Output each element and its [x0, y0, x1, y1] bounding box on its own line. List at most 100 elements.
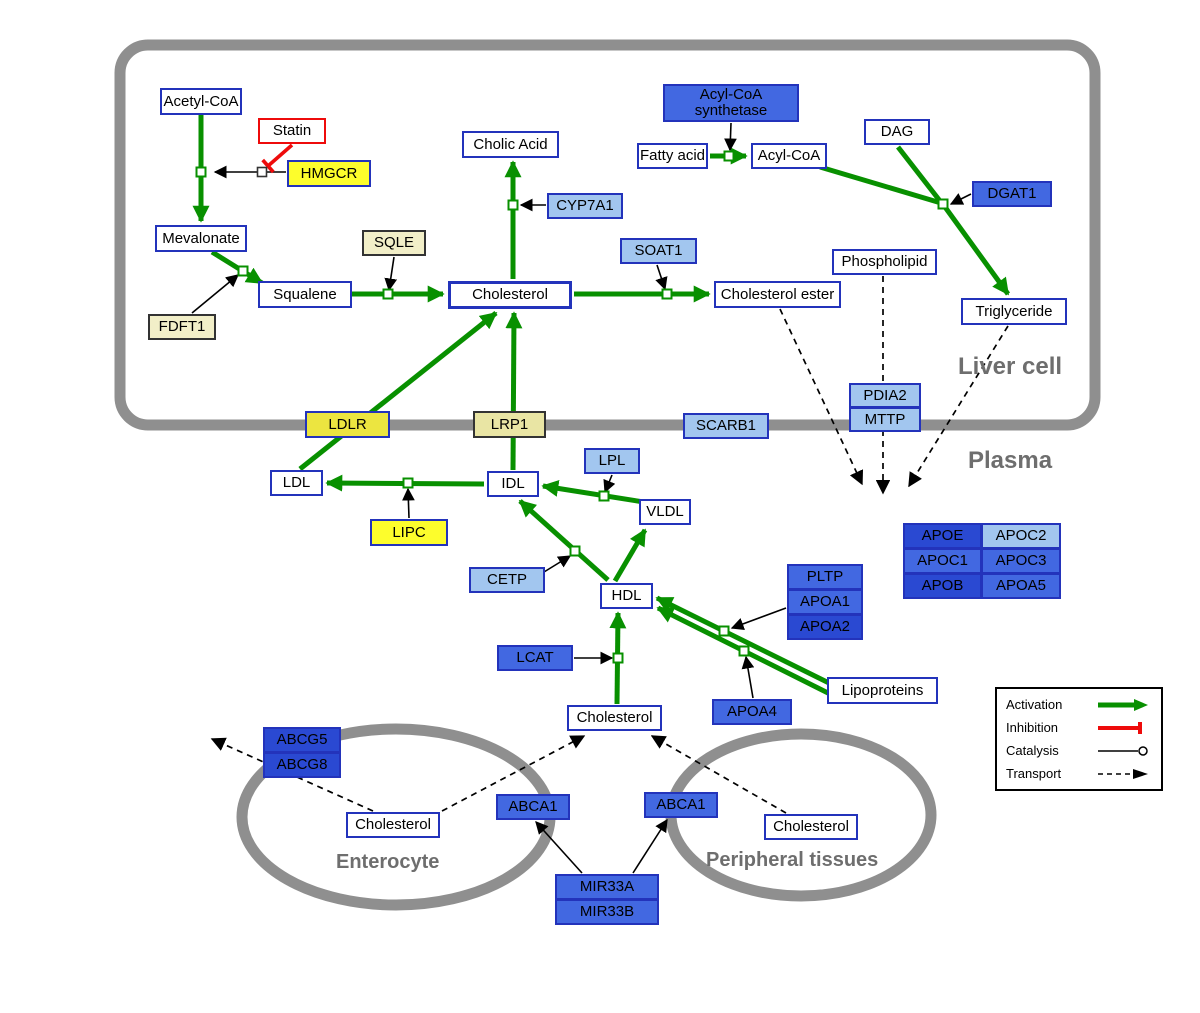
edge-hdl-vldl: [612, 528, 648, 583]
activation-edges: [192, 115, 1011, 705]
edge-soat1-catalysis: [655, 264, 668, 291]
node-cholesterol-plasma[interactable]: Cholesterol: [567, 705, 662, 731]
edge-vldl-idl: [541, 480, 651, 506]
legend-transport-label: Transport: [1006, 766, 1062, 781]
liver-cell-membrane: [114, 39, 1101, 431]
legend-activation-row: Activation: [1006, 697, 1152, 713]
plasma-label: Plasma: [968, 447, 1053, 474]
edge-dgat1-catalysis: [949, 193, 972, 205]
node-apoc2[interactable]: APOC2: [981, 523, 1061, 549]
edge-lipoproteins-hdl-upper: [655, 595, 831, 686]
node-idl[interactable]: IDL: [487, 471, 539, 497]
node-abca1-peripheral[interactable]: ABCA1: [644, 792, 718, 818]
legend-inhibition-label: Inhibition: [1006, 720, 1059, 735]
node-pdia2[interactable]: PDIA2: [849, 383, 921, 408]
node-apoa4[interactable]: APOA4: [712, 699, 792, 725]
node-apoa5[interactable]: APOA5: [981, 573, 1061, 599]
node-acyl-coa-synthetase[interactable]: Acyl-CoA synthetase: [663, 84, 799, 122]
node-abca1-enterocyte[interactable]: ABCA1: [496, 794, 570, 820]
node-dgat1[interactable]: DGAT1: [972, 181, 1052, 207]
node-squalene[interactable]: Squalene: [258, 281, 352, 308]
inhibition-tbar-icon: [1098, 721, 1142, 734]
edge-peripheral-abca1-export: [650, 735, 787, 814]
node-statin[interactable]: Statin: [258, 118, 326, 144]
peripheral-tissues-label: Peripheral tissues: [706, 849, 879, 871]
node-cholic-acid[interactable]: Cholic Acid: [462, 131, 559, 158]
catalysis-edges: [191, 122, 972, 874]
edge-mir33-abca1-enterocyte: [535, 821, 583, 874]
edge-hdl-cetp-idl: [518, 499, 610, 582]
node-scarb1[interactable]: SCARB1: [683, 413, 769, 439]
node-cyp7a1[interactable]: CYP7A1: [547, 193, 623, 219]
inhibition-edge: [261, 143, 294, 174]
node-apoc1[interactable]: APOC1: [903, 548, 982, 574]
node-cholesterol-enterocyte[interactable]: Cholesterol: [346, 812, 440, 838]
edge-fdft1-catalysis: [191, 274, 239, 314]
edge-lpl-catalysis: [603, 474, 616, 494]
node-fatty-acid[interactable]: Fatty acid: [637, 143, 708, 169]
node-mir33a[interactable]: MIR33A: [555, 874, 659, 900]
edge-sqle-catalysis: [384, 256, 398, 292]
node-apob[interactable]: APOB: [903, 573, 982, 599]
statin-inhibition-tbar: [261, 158, 275, 174]
edge-acylcoasynthetase-catalysis: [724, 122, 737, 152]
node-vldl[interactable]: VLDL: [639, 499, 691, 525]
node-lcat[interactable]: LCAT: [497, 645, 573, 671]
node-lipc[interactable]: LIPC: [370, 519, 448, 546]
node-lpl[interactable]: LPL: [584, 448, 640, 474]
node-soat1[interactable]: SOAT1: [620, 238, 697, 264]
edge-triglyceride-transport: [908, 325, 1009, 488]
edge-dag-dgat1-junction: [896, 145, 942, 203]
node-ldl[interactable]: LDL: [270, 470, 323, 496]
edge-apoa-catalysis: [730, 607, 787, 631]
node-triglyceride[interactable]: Triglyceride: [961, 298, 1067, 325]
legend: Activation Inhibition Catalysis Transpor…: [995, 687, 1163, 791]
reaction-junctions: [195, 150, 949, 664]
node-ldlr[interactable]: LDLR: [305, 411, 390, 438]
node-mttp[interactable]: MTTP: [849, 407, 921, 432]
legend-transport-row: Transport: [1006, 766, 1152, 782]
legend-inhibition-row: Inhibition: [1006, 720, 1152, 736]
node-sqle[interactable]: SQLE: [362, 230, 426, 256]
enterocyte-label: Enterocyte: [336, 851, 440, 873]
node-hmgcr[interactable]: HMGCR: [287, 160, 371, 187]
node-cholesterol-ester[interactable]: Cholesterol ester: [714, 281, 841, 308]
node-lipoproteins[interactable]: Lipoproteins: [827, 677, 938, 704]
node-apoe[interactable]: APOE: [903, 523, 982, 549]
node-mevalonate[interactable]: Mevalonate: [155, 225, 247, 252]
node-mir33b[interactable]: MIR33B: [555, 899, 659, 925]
node-lrp1[interactable]: LRP1: [473, 411, 546, 438]
node-abcg8[interactable]: ABCG8: [263, 752, 341, 778]
edge-acylcoa-dgat1-junction: [819, 164, 942, 206]
edge-mevalonate-squalene: [210, 249, 264, 286]
activation-arrow-icon: [1098, 698, 1148, 711]
node-abcg5[interactable]: ABCG5: [263, 727, 341, 753]
edge-statin-inhibits-hmgcr: [266, 143, 294, 168]
node-fdft1[interactable]: FDFT1: [148, 314, 216, 340]
legend-catalysis-label: Catalysis: [1006, 743, 1059, 758]
node-acetyl-coa[interactable]: Acetyl-CoA: [160, 88, 242, 115]
node-apoc3[interactable]: APOC3: [981, 548, 1061, 574]
node-cholesterol-liver[interactable]: Cholesterol: [448, 281, 572, 309]
edge-mir33-abca1-peripheral: [632, 818, 668, 874]
edge-idl-lrp1-cholesterol: [505, 311, 523, 471]
node-pltp[interactable]: PLTP: [787, 564, 863, 590]
liver-cell-label: Liver cell: [958, 353, 1063, 380]
node-phospholipid[interactable]: Phospholipid: [832, 249, 937, 275]
transport-dashed-arrow-icon: [1098, 768, 1148, 779]
node-acyl-coa[interactable]: Acyl-CoA: [751, 143, 827, 169]
edge-ldl-ldlr-cholesterol: [298, 311, 498, 471]
edge-cetp-catalysis: [543, 555, 572, 573]
node-hdl[interactable]: HDL: [600, 583, 653, 609]
node-dag[interactable]: DAG: [864, 119, 930, 145]
node-cetp[interactable]: CETP: [469, 567, 545, 593]
node-cholesterol-peripheral[interactable]: Cholesterol: [764, 814, 858, 840]
node-apoa2[interactable]: APOA2: [787, 614, 863, 640]
edge-lipc-catalysis: [402, 487, 415, 519]
edge-apoa4-catalysis: [741, 655, 755, 699]
edge-dgat1-junction-triglyceride: [942, 205, 1011, 296]
node-apoa1[interactable]: APOA1: [787, 589, 863, 615]
edge-enterocyte-abca1-export: [441, 735, 586, 812]
